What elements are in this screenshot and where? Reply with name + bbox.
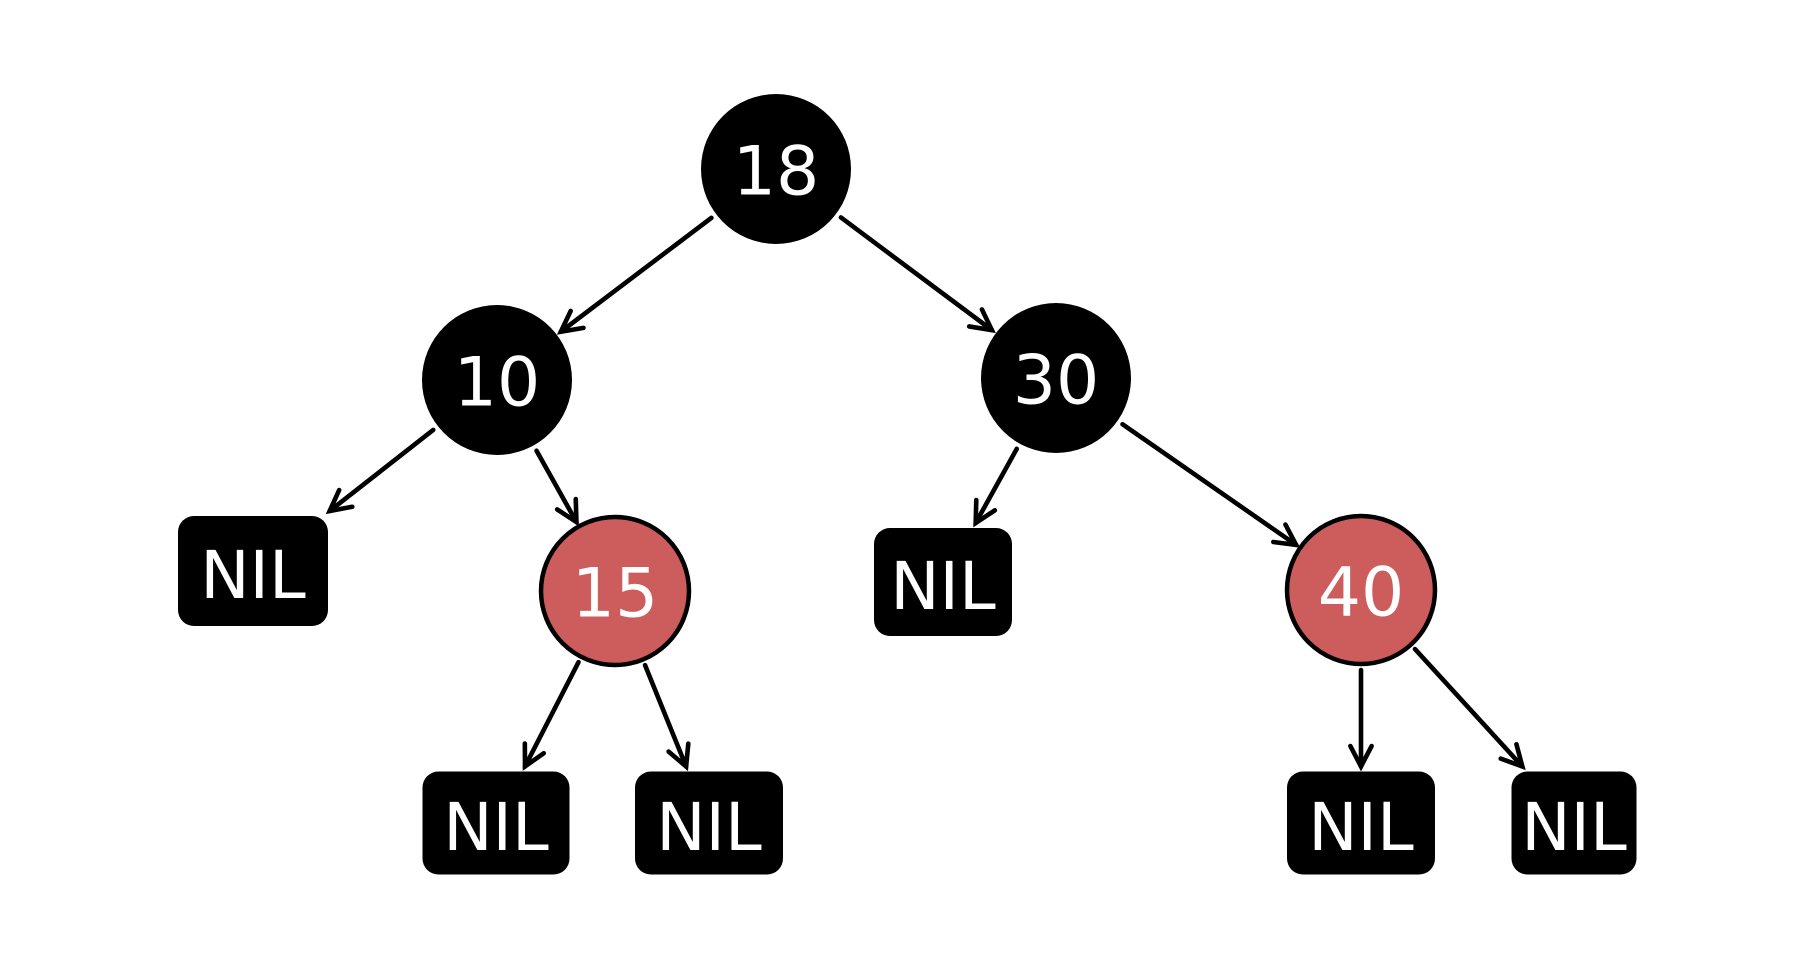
edge-n15-nilD (642, 662, 691, 772)
edge-n10-nilA (325, 427, 436, 515)
nil-box (178, 516, 328, 626)
edge-line (642, 662, 689, 769)
edge-n40-nilE (1348, 667, 1374, 772)
arrowhead-icon (325, 487, 355, 515)
tree-node-15: 15 (538, 514, 692, 668)
nil-leaf-nilB: NIL (874, 528, 1012, 636)
edge-line (327, 427, 436, 514)
node-label: 10 (454, 344, 541, 423)
edge-line (973, 446, 1020, 526)
arrowhead-icon (1271, 522, 1301, 548)
edge-line (1120, 421, 1299, 548)
edge-line (838, 215, 995, 333)
node-label: 40 (1318, 554, 1405, 633)
edge-line (558, 215, 714, 335)
tree-node-30: 30 (981, 303, 1131, 453)
node-label: NIL (1521, 789, 1627, 866)
nil-box (422, 771, 570, 875)
red-node-circle (538, 514, 692, 668)
arrowhead-icon (666, 741, 691, 772)
nil-leaf-nilD: NIL (635, 771, 783, 875)
nil-leaf-nilF: NIL (1511, 771, 1637, 875)
node-label: 15 (572, 555, 659, 634)
nil-box (874, 528, 1012, 636)
node-label: NIL (890, 548, 996, 625)
node-label: NIL (200, 537, 306, 614)
node-label: NIL (1308, 789, 1414, 866)
arrowhead-icon (1498, 741, 1526, 771)
nil-box (1287, 771, 1435, 875)
black-node-circle (422, 305, 572, 455)
arrowhead-icon (1348, 743, 1374, 772)
edge-n18-n10 (556, 215, 714, 335)
nil-box (635, 771, 783, 875)
tree-node-18: 18 (701, 94, 851, 244)
edge-line (522, 659, 581, 769)
node-label: NIL (656, 789, 762, 866)
black-node-circle (701, 94, 851, 244)
arrowhead-icon (973, 497, 998, 528)
arrowhead-icon (556, 308, 586, 335)
edge-n15-nilC (522, 659, 581, 771)
nil-box (1511, 771, 1637, 875)
edge-n10-n15 (534, 448, 579, 527)
tree-node-10: 10 (422, 305, 572, 455)
arrowhead-icon (966, 307, 996, 334)
arrowhead-icon (554, 496, 579, 527)
edge-line (534, 448, 579, 525)
edge-line (1412, 646, 1525, 769)
tree-node-40: 40 (1284, 513, 1438, 667)
node-label: NIL (443, 789, 549, 866)
node-label: 30 (1013, 342, 1100, 421)
node-label: 18 (733, 133, 820, 212)
arrowhead-icon (522, 741, 547, 771)
red-node-circle (1284, 513, 1438, 667)
edge-n40-nilF (1412, 646, 1526, 771)
nil-leaf-nilC: NIL (422, 771, 570, 875)
edge-n18-n30 (838, 215, 996, 334)
black-node-circle (981, 303, 1131, 453)
edge-n30-n40 (1120, 421, 1301, 548)
edge-n30-nilB (973, 446, 1020, 528)
nil-leaf-nilA: NIL (178, 516, 328, 626)
nil-leaf-nilE: NIL (1287, 771, 1435, 875)
